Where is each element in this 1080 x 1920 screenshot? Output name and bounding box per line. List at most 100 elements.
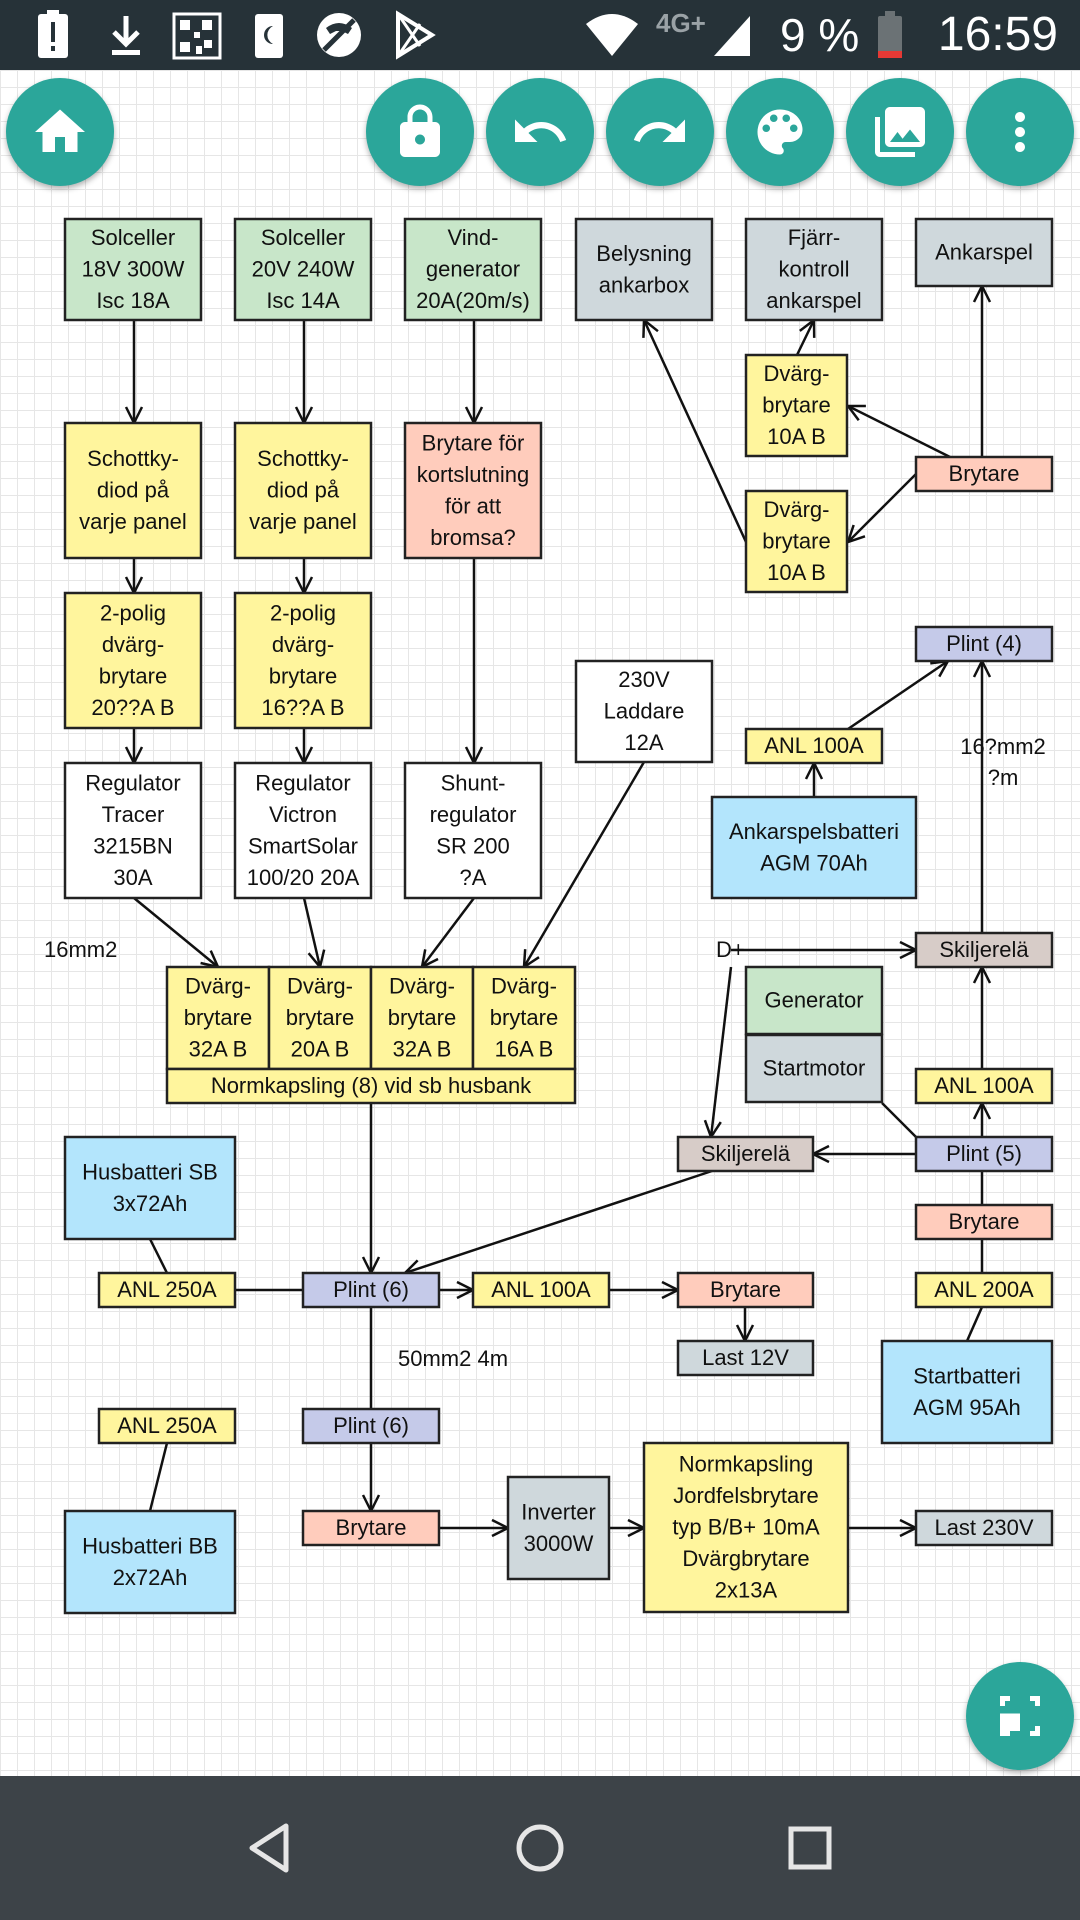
node-gen[interactable]: Generator	[744, 965, 884, 1036]
home-button[interactable]	[6, 78, 114, 186]
node-plint6b[interactable]: Plint (6)	[301, 1407, 441, 1445]
node-label: 20A(20m/s)	[416, 288, 530, 313]
phone-note-icon	[255, 14, 283, 58]
node-box	[403, 761, 543, 900]
node-label: Dvärgbrytare	[682, 1546, 809, 1571]
node-label: Fjärr-	[788, 225, 841, 250]
node-label: AGM 95Ah	[913, 1395, 1021, 1420]
node-label: Dvärg-	[763, 361, 829, 386]
connector-line	[133, 897, 219, 968]
node-box	[914, 1203, 1054, 1241]
node-anl200[interactable]: ANL 200A	[914, 1271, 1054, 1309]
arrowhead	[930, 659, 951, 678]
node-last12[interactable]: Last 12V	[676, 1339, 815, 1377]
home-nav-button[interactable]	[498, 1806, 582, 1890]
node-label: Dvärg-	[185, 974, 251, 999]
node-box	[914, 1067, 1054, 1105]
node-box	[880, 1339, 1054, 1445]
palette-button[interactable]	[726, 78, 834, 186]
node-anl100b[interactable]: ANL 100A	[914, 1067, 1054, 1105]
node-box	[233, 217, 373, 322]
node-plint4[interactable]: Plint (4)	[914, 625, 1054, 663]
node-box	[914, 455, 1054, 493]
node-label: 20??A B	[91, 695, 174, 720]
node-dv10a[interactable]: Dvärg-brytare 10A B	[744, 353, 849, 458]
fit-screen-button[interactable]	[966, 1662, 1074, 1770]
node-bryt_r[interactable]: Brytare	[914, 1203, 1054, 1241]
node-label: dvärg-	[102, 632, 164, 657]
node-bryt_top[interactable]: Brytare	[914, 455, 1054, 493]
node-anl100a[interactable]: ANL 100A	[744, 727, 884, 765]
node-anl100c[interactable]: ANL 100A	[471, 1271, 611, 1309]
node-label: AGM 70Ah	[760, 850, 868, 875]
node-skilj2[interactable]: Skiljerelä	[676, 1135, 815, 1173]
undo-icon	[515, 119, 567, 142]
lock-button[interactable]	[366, 78, 474, 186]
more-button[interactable]	[966, 78, 1074, 186]
node-normk8[interactable]: Normkapsling (8) vid sb husbank	[165, 1067, 577, 1105]
connector-line	[302, 897, 322, 968]
node-bryt_m[interactable]: Brytare	[676, 1271, 815, 1309]
node-skilj1[interactable]: Skiljerelä	[914, 931, 1054, 969]
home-circle-icon	[516, 1824, 564, 1872]
node-box	[63, 1135, 237, 1241]
node-label: 10A B	[767, 424, 826, 449]
node-box	[506, 1475, 611, 1581]
recents-button[interactable]	[768, 1806, 852, 1890]
node-ankspel[interactable]: Ankarspel	[914, 217, 1054, 288]
signal-icon	[714, 16, 750, 56]
node-box	[914, 1271, 1054, 1309]
connector-line	[881, 1102, 917, 1138]
node-box	[301, 1407, 441, 1445]
node-label: Plint (6)	[333, 1413, 409, 1438]
node-box	[574, 659, 714, 764]
undo-button[interactable]	[486, 78, 594, 186]
node-label: 18V 300W	[82, 257, 185, 282]
back-button[interactable]	[228, 1806, 312, 1890]
node-box	[710, 795, 918, 900]
node-label: Brytare	[949, 461, 1020, 486]
node-start[interactable]: Startmotor	[744, 1033, 884, 1104]
image-button[interactable]	[846, 78, 954, 186]
node-anl250b[interactable]: ANL 250A	[97, 1407, 237, 1445]
node-label: Ankarspelsbatteri	[729, 819, 899, 844]
fit-screen-icon	[1000, 1696, 1040, 1736]
node-label: 20A B	[291, 1037, 350, 1062]
node-bryt_b[interactable]: Brytare	[301, 1509, 441, 1547]
node-plint5[interactable]: Plint (5)	[914, 1135, 1054, 1173]
node-box	[744, 489, 849, 594]
node-anl250a[interactable]: ANL 250A	[97, 1271, 237, 1309]
node-plint6a[interactable]: Plint (6)	[301, 1271, 441, 1309]
node-label: brytare	[269, 663, 337, 688]
redo-button[interactable]	[606, 78, 714, 186]
node-last230[interactable]: Last 230V	[914, 1509, 1054, 1547]
node-label: brytare	[762, 393, 830, 418]
